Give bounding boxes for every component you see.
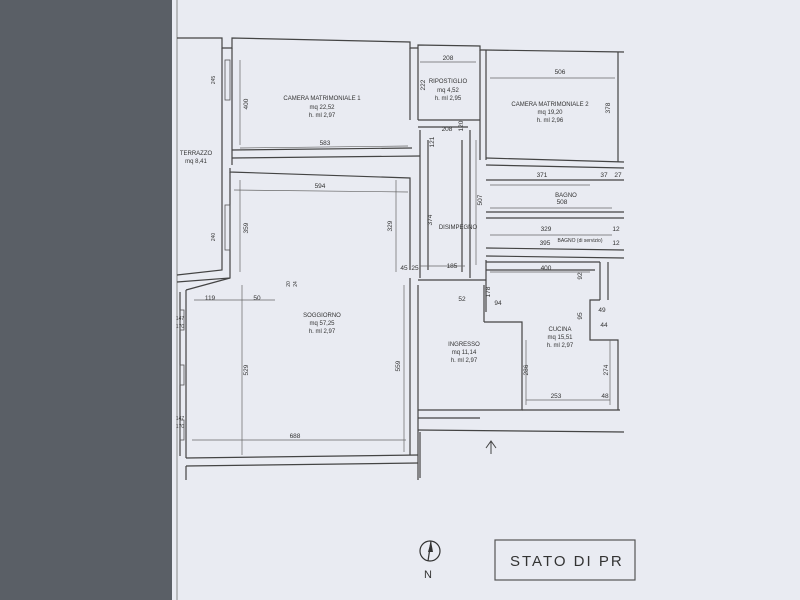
- dimension-label: 583: [320, 140, 331, 147]
- room-camera1-area: mq 22,52: [309, 105, 335, 111]
- window-marks: [179, 59, 231, 441]
- room-soggiorno-height: h. ml 2,97: [309, 329, 336, 335]
- dimension-label: 240: [211, 233, 217, 242]
- room-terrazzo-name: TERRAZZO: [180, 151, 213, 157]
- dimension-label: 371: [537, 172, 548, 179]
- room-bagno-servizio-name: BAGNO (di servizio): [557, 238, 602, 244]
- dimension-label: 359: [243, 222, 250, 233]
- dimension-label: 245: [211, 76, 217, 85]
- dimension-label: 27: [614, 172, 622, 179]
- title-text: STATO DI PR: [510, 553, 624, 570]
- dimension-label: 400: [243, 98, 250, 109]
- room-ingresso-height: h. ml 2,97: [451, 358, 478, 364]
- dimension-label: 208: [442, 126, 453, 133]
- dimension-label: 44: [600, 322, 608, 329]
- dimension-label: 120: [458, 120, 465, 131]
- room-ingresso-area: mq 11,14: [452, 350, 477, 356]
- room-camera2-area: mq 19,20: [537, 110, 563, 116]
- dimension-label: 45: [400, 265, 408, 272]
- room-cucina-name: CUCINA: [548, 327, 571, 333]
- dimension-label: 12: [612, 226, 620, 233]
- dimension-label: 25: [411, 265, 419, 272]
- walls: [176, 37, 625, 480]
- dimension-label: 170: [176, 424, 185, 430]
- dimension-label: 286: [523, 364, 530, 375]
- dimension-label: 378: [605, 102, 612, 113]
- dimension-label: 400: [541, 265, 552, 272]
- dimension-label: 147: [176, 316, 185, 322]
- room-bagno-name: BAGNO: [555, 193, 577, 199]
- dimension-label: 121: [429, 136, 436, 147]
- room-soggiorno-name: SOGGIORNO: [303, 313, 341, 319]
- entrance-arrow-icon: [485, 440, 497, 454]
- dimension-label: 92: [577, 272, 584, 280]
- dimension-label: 559: [395, 360, 402, 371]
- dimension-label: 95: [577, 312, 584, 320]
- dimension-label: 49: [598, 307, 606, 314]
- dimension-label: 178: [485, 286, 492, 297]
- room-ingresso-name: INGRESSO: [448, 342, 480, 348]
- dimension-label: 37: [600, 172, 608, 179]
- room-cucina-area: mq 15,51: [547, 335, 573, 341]
- dimension-label: 170: [176, 324, 185, 330]
- dimension-label: 52: [458, 296, 466, 303]
- dimension-label: 24: [293, 281, 299, 287]
- dimension-label: 329: [387, 220, 394, 231]
- dimension-label: 374: [427, 214, 434, 225]
- dimension-label: 222: [420, 79, 427, 90]
- room-disimpegno-name: DISIMPEGNO: [439, 225, 478, 231]
- room-camera2-height: h. ml 2,96: [537, 118, 564, 124]
- dimension-label: 508: [557, 199, 568, 206]
- dimension-label: 329: [541, 226, 552, 233]
- labels: CAMERA MATRIMONIALE 1 mq 22,52 h. ml 2,9…: [176, 55, 622, 440]
- dimension-label: 12: [612, 240, 620, 247]
- room-camera1-name: CAMERA MATRIMONIALE 1: [283, 96, 361, 102]
- dimension-label: 507: [477, 194, 484, 205]
- dimension-label: 594: [315, 183, 326, 190]
- dimension-label: 274: [603, 364, 610, 375]
- dimension-label: 147: [176, 416, 185, 422]
- dimension-label: 529: [243, 364, 250, 375]
- dimension-label: 119: [205, 295, 216, 302]
- room-ripostiglio-area: mq 4,52: [437, 88, 459, 94]
- dimension-label: 48: [601, 393, 609, 400]
- room-cucina-height: h. ml 2,97: [547, 343, 574, 349]
- title-block: [494, 539, 636, 581]
- dimension-label: 185: [447, 263, 458, 270]
- dimension-label: 253: [551, 393, 562, 400]
- room-camera2-name: CAMERA MATRIMONIALE 2: [511, 102, 589, 108]
- dimension-label: 94: [494, 300, 502, 307]
- room-terrazzo-area: mq 8,41: [185, 159, 207, 165]
- dimension-label: 395: [540, 240, 551, 247]
- dimension-label: 50: [253, 295, 261, 302]
- room-soggiorno-area: mq 57,25: [309, 321, 335, 327]
- dimension-label: 506: [555, 69, 566, 76]
- room-ripostiglio-height: h. ml 2,95: [435, 96, 462, 102]
- dimension-label: 20: [286, 281, 292, 287]
- room-ripostiglio-name: RIPOSTIGLIO: [429, 79, 468, 85]
- dimension-label: 208: [443, 55, 454, 62]
- dimension-label: 688: [290, 433, 301, 440]
- room-camera1-height: h. ml 2,97: [309, 113, 336, 119]
- north-compass-icon: [419, 540, 441, 562]
- dimension-lines: [192, 60, 615, 455]
- north-label: N: [424, 569, 432, 581]
